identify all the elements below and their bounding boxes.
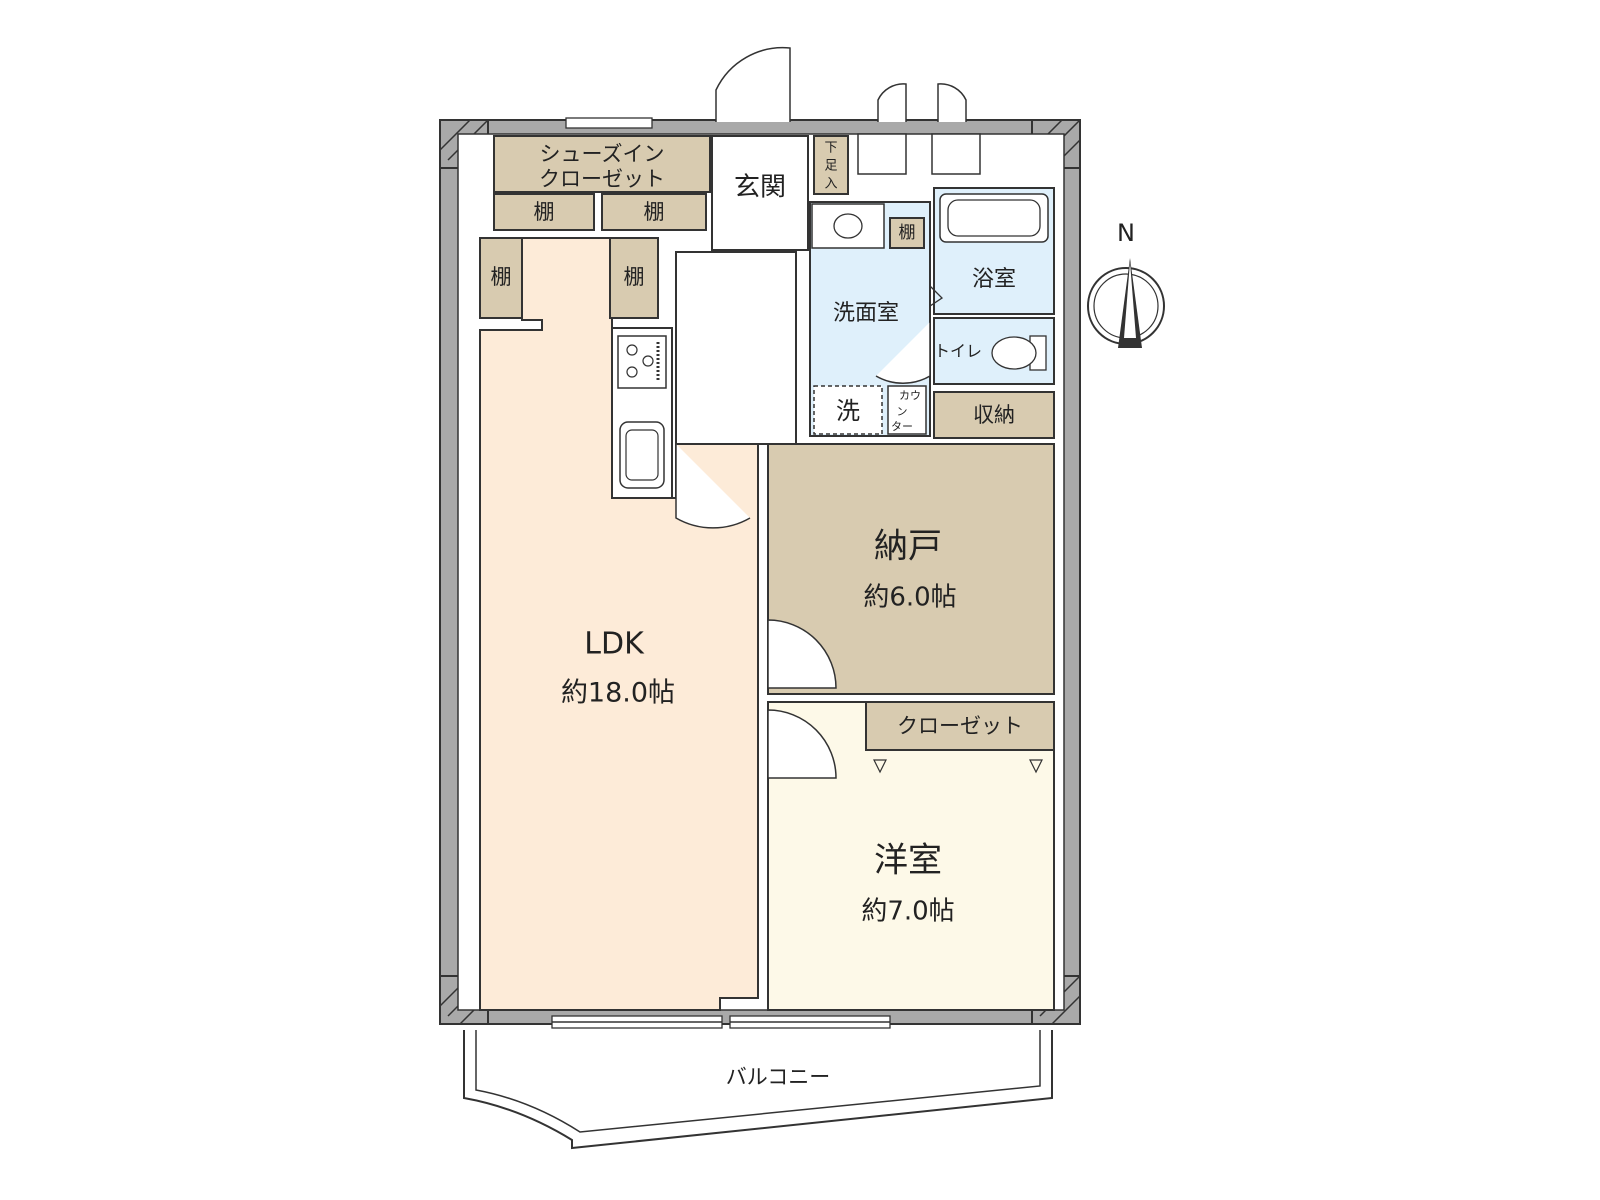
balcony: バルコニー bbox=[463, 1030, 1053, 1150]
shelf-label: 棚 bbox=[899, 223, 916, 243]
washing-label: 洗 bbox=[836, 397, 860, 425]
ldk-shelf-right bbox=[609, 237, 659, 319]
shoes-closet-label-1: シューズイン bbox=[540, 142, 665, 166]
washroom-shelf bbox=[889, 217, 925, 249]
toilet-door bbox=[875, 322, 931, 384]
corridor-door bbox=[675, 444, 751, 529]
counter-label-2: ン bbox=[897, 405, 908, 418]
getabako bbox=[813, 135, 849, 195]
ldk-shelf-left bbox=[479, 237, 523, 319]
yoshitsu-size: 約7.0帖 bbox=[861, 897, 954, 927]
counter bbox=[887, 385, 927, 435]
counter-label-1: カウ bbox=[899, 389, 921, 402]
washing-machine-space bbox=[813, 385, 883, 435]
washroom: 棚 洗面室 洗 カウ ン ター bbox=[809, 201, 931, 437]
getabako-label-2: 足 bbox=[824, 159, 837, 174]
nando-room: 納戸 約6.0帖 bbox=[767, 443, 1055, 695]
balcony-label: バルコニー bbox=[726, 1065, 831, 1089]
getabako-label-1: 下 bbox=[824, 141, 837, 156]
shelf-label: 棚 bbox=[644, 200, 665, 224]
nando-door bbox=[767, 619, 837, 689]
storage: 収納 bbox=[933, 391, 1055, 464]
ldk-label: LDK bbox=[584, 627, 645, 662]
bathroom-label: 浴室 bbox=[972, 267, 1016, 292]
toilet-label: トイレ bbox=[934, 342, 982, 361]
shelf-label: 棚 bbox=[624, 265, 645, 289]
sink-icon bbox=[619, 421, 665, 489]
yoshitsu-label: 洋室 bbox=[874, 841, 942, 881]
corridor bbox=[675, 251, 797, 529]
nando-label: 納戸 bbox=[874, 527, 942, 567]
storage-label: 収納 bbox=[973, 403, 1015, 427]
yoshitsu-room: クローゼット 洋室 約7.0帖 bbox=[767, 701, 1055, 1011]
north-label: N bbox=[1117, 219, 1135, 247]
wash-basin-icon bbox=[811, 203, 885, 249]
compass: N bbox=[1087, 219, 1165, 348]
genkan-label: 玄関 bbox=[734, 173, 786, 203]
entrance-door bbox=[715, 46, 791, 122]
yoshitsu-door bbox=[767, 709, 837, 779]
meter-door-right bbox=[937, 83, 967, 122]
meter-door-left bbox=[877, 83, 907, 122]
shoes-closet: シューズイン クローゼット 棚 棚 bbox=[493, 135, 711, 231]
ldk-size: 約18.0帖 bbox=[561, 678, 675, 709]
nando-size: 約6.0帖 bbox=[863, 583, 956, 613]
windows bbox=[551, 117, 891, 1029]
bathtub-icon bbox=[939, 193, 1049, 243]
counter-label-3: ター bbox=[891, 420, 913, 433]
shelf-label: 棚 bbox=[534, 200, 555, 224]
toilet-room: トイレ bbox=[933, 317, 1055, 385]
bathroom: 浴室 bbox=[929, 187, 1055, 315]
closet bbox=[865, 701, 1055, 751]
closet-label: クローゼット bbox=[897, 714, 1023, 738]
getabako-label-3: 入 bbox=[824, 177, 837, 192]
ldk-room: 棚 棚 LDK 約18.0帖 bbox=[479, 237, 759, 1011]
genkan: 玄関 下 足 入 bbox=[711, 135, 849, 251]
toilet-bowl-icon bbox=[991, 336, 1037, 370]
washroom-label: 洗面室 bbox=[833, 301, 899, 326]
shelf-label: 棚 bbox=[491, 265, 512, 289]
shoes-closet-label-2: クローゼット bbox=[539, 167, 665, 191]
